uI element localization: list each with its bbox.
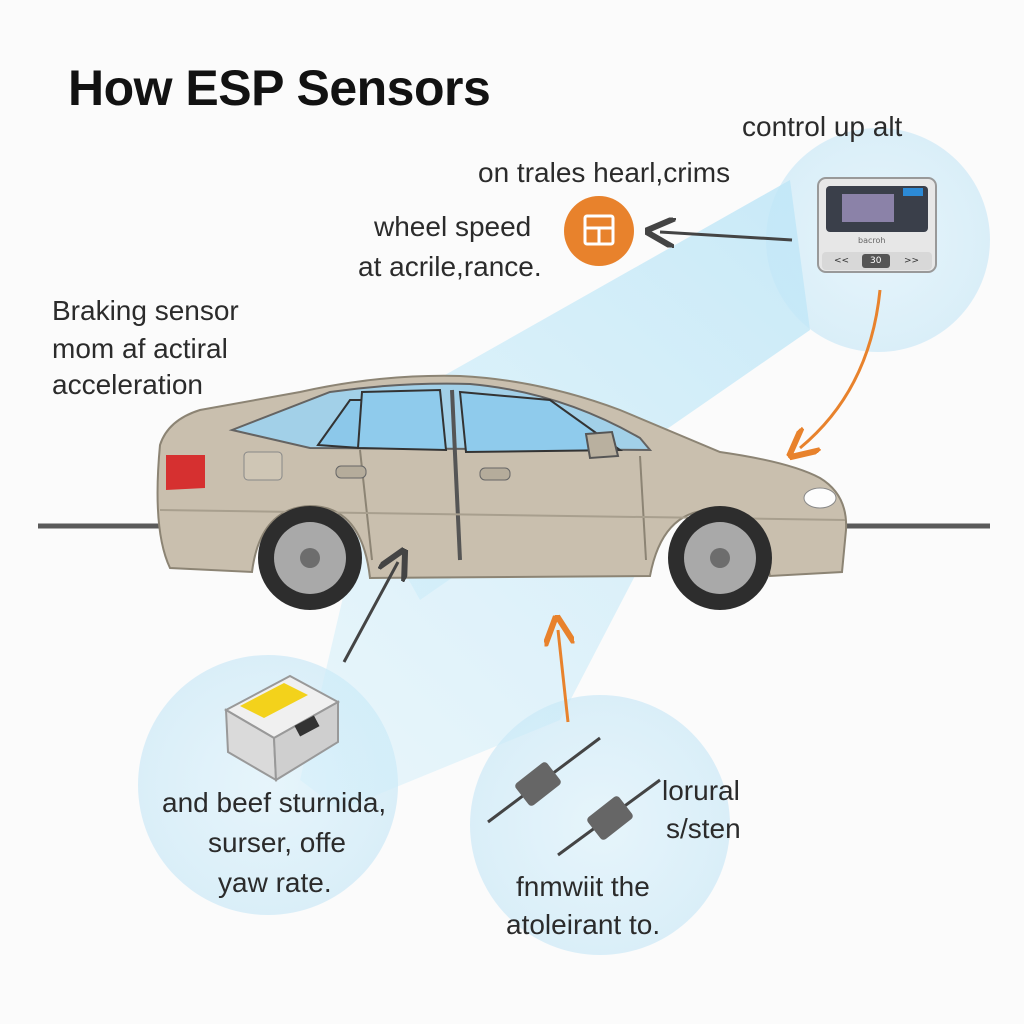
- door-handle-rear: [335, 465, 367, 479]
- arrow-ecu-to-car: [800, 289, 882, 448]
- fuel-cap: [243, 451, 283, 481]
- tail-light: [166, 455, 205, 490]
- lateral-sensor-1: [487, 736, 601, 824]
- headlight: [803, 487, 837, 509]
- lateral-sensor-2: [557, 778, 661, 857]
- bottom-left-label-1: and beef sturnida,: [162, 787, 387, 818]
- ecu-brand: bacroh: [858, 236, 886, 245]
- wheel-speed-icon: [564, 196, 634, 266]
- ecu-device: [817, 177, 937, 273]
- arrow-lateral-to-car: [558, 630, 568, 723]
- door-handle-front: [479, 467, 511, 481]
- bottom-right-label-2: atoleirant to.: [506, 909, 661, 940]
- bottom-left-label-3: yaw rate.: [218, 867, 332, 898]
- page-title: How ESP Sensors: [68, 60, 491, 116]
- control-unit-label: control up alt: [742, 111, 903, 142]
- bottom-right-side-label-1: lorural: [662, 775, 740, 806]
- battery-sensor-icon: [223, 674, 341, 782]
- arrow-to-wheel-speed: [660, 232, 793, 240]
- ecu-prev-button[interactable]: <<: [834, 256, 850, 266]
- braking-label-2: mom af actiral: [52, 333, 228, 364]
- side-mirror: [584, 430, 620, 460]
- window-front-left: [356, 388, 448, 452]
- bottom-right-side-label-2: s/sten: [666, 813, 741, 844]
- rear-wheel: [258, 506, 362, 610]
- bottom-left-label-2: surser, offe: [208, 827, 347, 858]
- top-line-label: on trales hearl,crims: [478, 157, 731, 188]
- arrow-battery-to-car: [342, 562, 398, 663]
- car: [156, 374, 848, 610]
- braking-label-3: acceleration: [52, 369, 203, 400]
- window-front-right: [458, 390, 624, 454]
- ecu-mid-button[interactable]: 30: [870, 256, 882, 266]
- ecu-next-button[interactable]: >>: [904, 256, 920, 266]
- braking-label-1: Braking sensor: [52, 295, 239, 326]
- front-wheel: [668, 506, 772, 610]
- wheel-speed-label-2: at acrile,rance.: [358, 251, 542, 282]
- bottom-right-label-1: fnmwiit the: [516, 871, 650, 902]
- wheel-speed-label-1: wheel speed: [374, 211, 532, 242]
